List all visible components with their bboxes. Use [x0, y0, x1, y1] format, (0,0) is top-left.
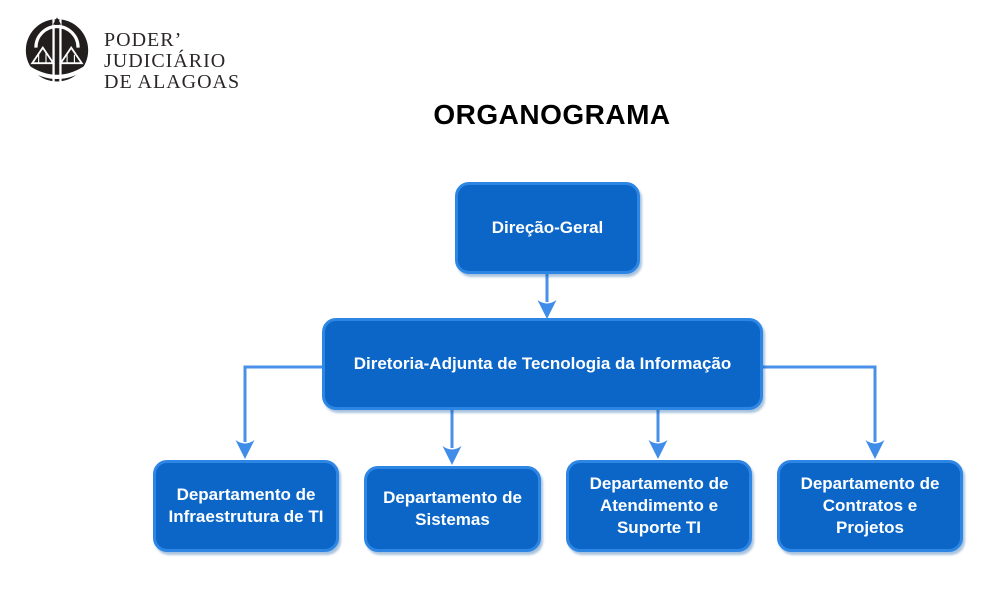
page-title: ORGANOGRAMA [433, 99, 671, 130]
org-node-direcao-geral: Direção-Geral [455, 182, 640, 274]
org-node-label: Departamento de Sistemas [383, 488, 522, 529]
logo-text-line3: DE ALAGOAS [104, 71, 241, 93]
org-node-label: Departamento de Infraestrutura de TI [168, 485, 324, 526]
org-node-label: Departamento de Contratos e Projetos [800, 474, 940, 537]
org-node-label: Diretoria-Adjunta de Tecnologia da Infor… [353, 354, 732, 373]
arrowhead-to-atendimento [648, 440, 668, 459]
arrowhead-to-contratos [865, 440, 885, 459]
logo-text-line1: PODER’ [104, 29, 183, 51]
arrowhead-to-diretoria [537, 300, 557, 319]
org-node-departamento-infraestrutura-ti: Departamento de Infraestrutura de TI [153, 460, 339, 552]
justice-scales-icon [24, 17, 90, 89]
org-node-label: Direção-Geral [491, 218, 604, 237]
logo-text-line2: JUDICIÁRIO [104, 50, 227, 72]
org-node-diretoria-adjunta-ti: Diretoria-Adjunta de Tecnologia da Infor… [322, 318, 763, 410]
org-node-departamento-contratos-projetos: Departamento de Contratos e Projetos [777, 460, 963, 552]
arrowhead-to-infra [235, 440, 255, 459]
connector-diretoria-to-contratos [763, 365, 877, 442]
logo-text: PODER’ JUDICIÁRIO DE ALAGOAS [104, 13, 240, 93]
org-node-departamento-sistemas: Departamento de Sistemas [364, 466, 541, 552]
arrowhead-to-sistemas [442, 446, 462, 465]
org-node-departamento-atendimento-suporte-ti: Departamento de Atendimento e Suporte TI [566, 460, 752, 552]
poder-judiciario-logo: PODER’ JUDICIÁRIO DE ALAGOAS [24, 13, 240, 95]
org-node-label: Departamento de Atendimento e Suporte TI [589, 474, 729, 537]
connector-diretoria-to-infra [243, 365, 322, 442]
